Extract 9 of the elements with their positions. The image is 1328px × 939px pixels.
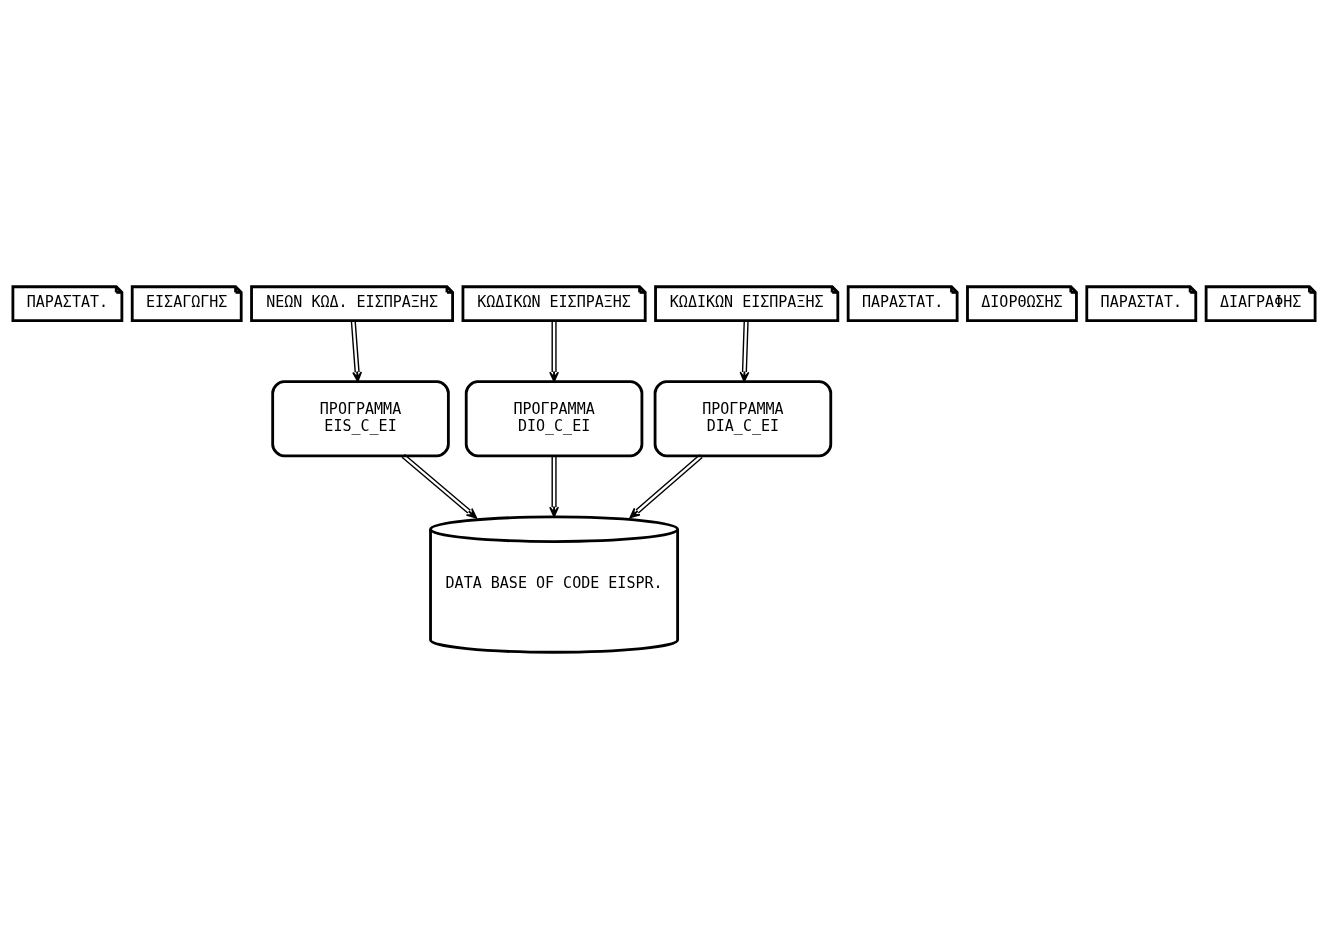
arrow [549, 319, 559, 383]
node-box: ΠΡΟΓΡΑΜΜΑ DIA_C_EI [653, 380, 833, 458]
node-box: ΠΡΟΓΡΑΜΜΑ EIS_C_EI [271, 380, 450, 458]
arrow [549, 455, 559, 518]
arrow [350, 319, 363, 383]
node-box: ΠΡΟΓΡΑΜΜΑ DIO_C_EI [464, 380, 644, 458]
arrow [629, 453, 703, 519]
arrow [401, 453, 478, 519]
arrow [739, 319, 750, 383]
